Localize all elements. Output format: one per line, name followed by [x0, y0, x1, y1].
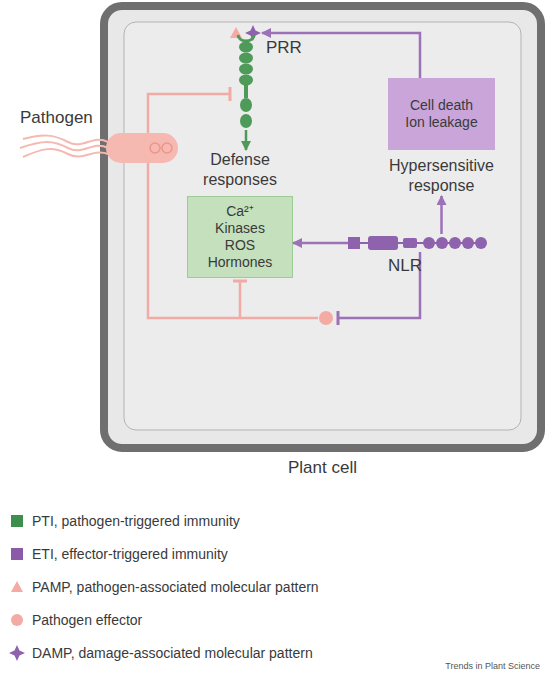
pathogen-label: Pathogen [20, 108, 93, 128]
inhibition-bar [229, 87, 232, 101]
lrr-domain [462, 237, 474, 249]
connector-arrow [245, 130, 248, 150]
legend-row: PAMP, pathogen-associated molecular patt… [0, 579, 547, 595]
connector-arrow [440, 196, 443, 234]
legend-row: PTI, pathogen-triggered immunity [0, 513, 547, 529]
receptor: NLR [348, 234, 492, 252]
lrr-domain [475, 237, 487, 249]
nlr-domain [348, 237, 360, 249]
receptor-domain [239, 53, 253, 64]
legend-row: Pathogen effector [0, 612, 547, 628]
box-body: Cell death Ion leakage [388, 78, 495, 150]
receptor-label: NLR [348, 256, 462, 276]
bacterium-dot [162, 143, 172, 153]
response-box: Defense responsesCa²⁺ Kinases ROS Hormon… [187, 150, 293, 278]
legend-row: DAMP, damage-associated molecular patter… [0, 645, 547, 661]
bacterium-dot [150, 143, 160, 153]
plant-cell: Plant cellPRRDefense responsesCa²⁺ Kinas… [100, 2, 545, 452]
box-heading: Hypersensitive response [378, 156, 505, 196]
legend-text: PTI, pathogen-triggered immunity [32, 513, 240, 529]
node-shape [230, 26, 262, 130]
legend-text: Pathogen effector [32, 612, 142, 628]
nlr-domain [368, 236, 398, 250]
lrr-domain [449, 237, 461, 249]
receptor-domain [239, 64, 253, 75]
cell-label: Plant cell [108, 458, 537, 478]
pathogen: Pathogen [18, 108, 180, 168]
cell-membrane [124, 22, 521, 430]
cell-wall-fill [104, 6, 541, 448]
bacterium-body [106, 133, 178, 163]
connector-arrow [262, 33, 420, 78]
receptor: PRR [230, 26, 262, 130]
effector-circle [319, 311, 333, 325]
inhibition-bar [337, 311, 340, 325]
legend-text: ETI, effector-triggered immunity [32, 546, 228, 562]
legend-text: DAMP, damage-associated molecular patter… [32, 645, 313, 661]
legend-triangle [11, 581, 23, 592]
box-heading: Defense responses [177, 150, 303, 190]
effector-inhibition-line [148, 94, 318, 318]
nlr-domain [403, 238, 417, 248]
pamp-triangle [230, 27, 242, 38]
flagellum [20, 142, 108, 150]
receptor-domain [239, 75, 253, 86]
response-box: Cell death Ion leakageHypersensitive res… [388, 78, 495, 196]
kinase-domain [240, 98, 252, 112]
receptor-cup [238, 35, 254, 41]
legend-swatch [11, 515, 23, 527]
lrr-domain [436, 237, 448, 249]
legend-swatch [11, 548, 23, 560]
node-shape [348, 234, 492, 252]
box-body: Ca²⁺ Kinases ROS Hormones [187, 196, 293, 278]
connector-arrow [293, 242, 348, 245]
legend-row: ETI, effector-triggered immunity [0, 546, 547, 562]
effector-inhibition-line [239, 282, 242, 318]
legend-text: PAMP, pathogen-associated molecular patt… [32, 579, 319, 595]
lrr-domain [423, 237, 435, 249]
legend-star [9, 645, 25, 661]
flagellum [23, 149, 108, 157]
legend-circle [11, 614, 23, 626]
source-label: Trends in Plant Science [445, 661, 540, 671]
inhibition-bar [233, 280, 247, 283]
receptor-domain [239, 42, 253, 53]
kinase-domain [240, 114, 252, 128]
receptor-label: PRR [266, 38, 302, 58]
transmembrane-domain [244, 84, 248, 98]
